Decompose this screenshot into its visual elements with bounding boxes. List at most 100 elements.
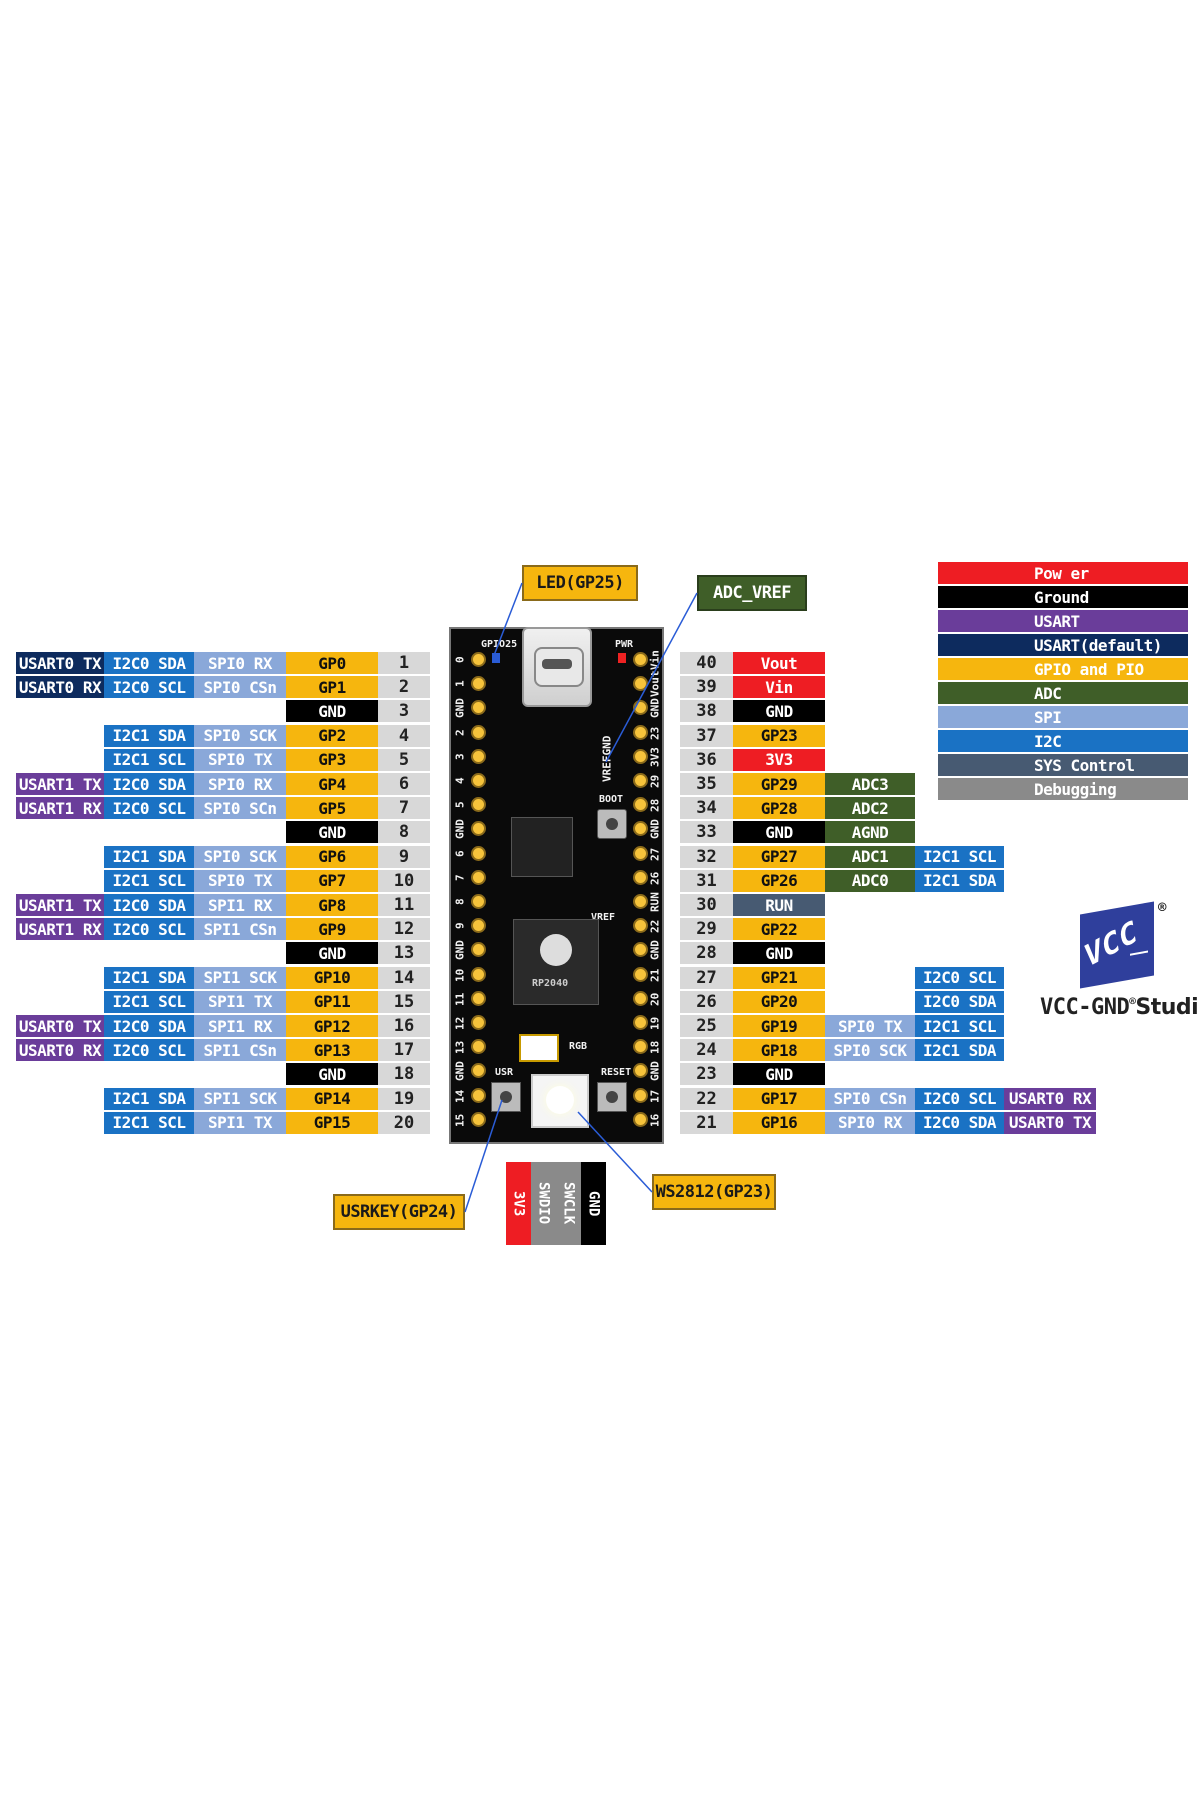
gpio-label: GP11 xyxy=(286,990,378,1013)
usart-label: USART0 TX xyxy=(16,652,104,674)
spi-label: SPI1 CSn xyxy=(194,1039,286,1062)
pin-number: 23 xyxy=(680,1063,733,1086)
pin-pad-left xyxy=(471,652,486,667)
pin-number: 17 xyxy=(378,1039,430,1062)
legend-label: USART xyxy=(1030,610,1188,632)
adc-label: ADC2 xyxy=(825,797,915,820)
legend-swatch xyxy=(938,586,1030,608)
registered-mark: ® xyxy=(1158,900,1167,916)
pin-number: 20 xyxy=(378,1111,430,1134)
pin-pad-right xyxy=(633,894,648,909)
gpio-label: GP28 xyxy=(733,797,825,820)
spi-label: SPI0 TX xyxy=(194,748,286,771)
pin-pad-right xyxy=(633,773,648,788)
pin-pad-right xyxy=(633,821,648,837)
legend-swatch xyxy=(938,778,1030,800)
legend-row: GPIO and PIO xyxy=(938,658,1188,680)
callout-line-adc-vref xyxy=(605,592,698,763)
brand-name-suffix: Studi xyxy=(1135,995,1199,1020)
usb-c-connector xyxy=(522,627,592,707)
power-label: 3V3 xyxy=(733,748,825,771)
pin-pad-right xyxy=(633,1111,648,1127)
legend-label: Ground xyxy=(1030,586,1188,608)
gpio-label: GP21 xyxy=(733,966,825,989)
pin-number: 2 xyxy=(378,676,430,699)
pin-number: 36 xyxy=(680,748,733,771)
pin-number: 39 xyxy=(680,676,733,699)
gpio25-silk: GPIO25 xyxy=(481,639,518,650)
i2c-label: I2C0 SCL xyxy=(915,966,1004,989)
legend-row: SPI xyxy=(938,706,1188,728)
sys-label: RUN xyxy=(733,894,825,916)
callout-usrkey: USRKEY(GP24) xyxy=(333,1194,465,1230)
pin-pad-right xyxy=(633,1015,648,1030)
gpio-label: GP16 xyxy=(733,1111,825,1134)
reset-button[interactable] xyxy=(597,1082,627,1112)
rp2040-chip: RP2040 xyxy=(513,919,599,1005)
pin-number: 35 xyxy=(680,773,733,795)
swd-pin-label: SWDIO xyxy=(531,1162,556,1245)
pin-number: 21 xyxy=(680,1111,733,1134)
pin-number: 18 xyxy=(378,1063,430,1086)
gpio-label: GP18 xyxy=(733,1039,825,1062)
usr-button[interactable] xyxy=(491,1082,521,1112)
legend-label: SPI xyxy=(1030,706,1188,728)
legend-swatch xyxy=(938,682,1030,704)
pin-number: 31 xyxy=(680,869,733,892)
pin-pad-left xyxy=(471,869,486,885)
pin-number: 38 xyxy=(680,700,733,723)
pin-number: 24 xyxy=(680,1039,733,1062)
pin-number: 10 xyxy=(378,869,430,892)
pin-pad-left xyxy=(471,1087,486,1103)
gpio-label: GP26 xyxy=(733,869,825,892)
pin-pad-right xyxy=(633,724,648,740)
pin-number: 4 xyxy=(378,724,430,747)
callout-line-usrkey xyxy=(464,1099,503,1213)
pin-pad-right xyxy=(633,1039,648,1055)
i2c-label: I2C0 SDA xyxy=(104,652,194,674)
callout-ws2812: WS2812(GP23) xyxy=(652,1174,776,1210)
callout-line-led xyxy=(492,582,523,659)
pin-pad-left xyxy=(471,724,486,740)
i2c-label: I2C1 SDA xyxy=(104,724,194,747)
legend-swatch xyxy=(938,634,1030,656)
gpio-label: GP6 xyxy=(286,845,378,868)
i2c-label: I2C0 SDA xyxy=(104,773,194,795)
brand-name-main: VCC-GND xyxy=(1040,995,1130,1020)
callout-line-ws2812 xyxy=(577,1111,653,1193)
adc-label: ADC0 xyxy=(825,869,915,892)
spi-label: SPI0 RX xyxy=(194,652,286,674)
pin-pad-right xyxy=(633,797,648,813)
i2c-label: I2C1 SCL xyxy=(104,748,194,771)
i2c-label: I2C1 SDA xyxy=(104,845,194,868)
pin-number: 7 xyxy=(378,797,430,820)
spi-label: SPI0 TX xyxy=(194,869,286,892)
legend-row: Debugging xyxy=(938,778,1188,800)
spi-label: SPI1 SCK xyxy=(194,1087,286,1110)
boot-button[interactable] xyxy=(597,809,627,839)
gpio-label: GP19 xyxy=(733,1015,825,1037)
i2c-label: I2C1 SCL xyxy=(104,990,194,1013)
i2c-label: I2C1 SDA xyxy=(104,1087,194,1110)
vcc-logo: VCC xyxy=(1080,901,1154,989)
adc-label: ADC1 xyxy=(825,845,915,868)
pin-pad-left xyxy=(471,918,486,934)
reset-silk: RESET xyxy=(601,1067,632,1078)
i2c-label: I2C1 SCL xyxy=(104,1111,194,1134)
pin-number: 9 xyxy=(378,845,430,868)
gpio-label: GP13 xyxy=(286,1039,378,1062)
chip-label: RP2040 xyxy=(532,978,569,989)
usart-label: USART0 TX xyxy=(16,1015,104,1037)
pin-number: 22 xyxy=(680,1087,733,1110)
pin-number: 3 xyxy=(378,700,430,723)
spi-label: SPI0 RX xyxy=(825,1111,915,1134)
gpio-label: GP22 xyxy=(733,918,825,941)
pin-number: 6 xyxy=(378,773,430,795)
gnd-label: GND xyxy=(286,700,378,723)
pin-number: 33 xyxy=(680,821,733,844)
gpio-label: GP15 xyxy=(286,1111,378,1134)
pin-number: 13 xyxy=(378,942,430,965)
led-pwr xyxy=(618,653,626,663)
legend-label: Pow er xyxy=(1030,562,1188,584)
usart-label: USART1 RX xyxy=(16,797,104,820)
